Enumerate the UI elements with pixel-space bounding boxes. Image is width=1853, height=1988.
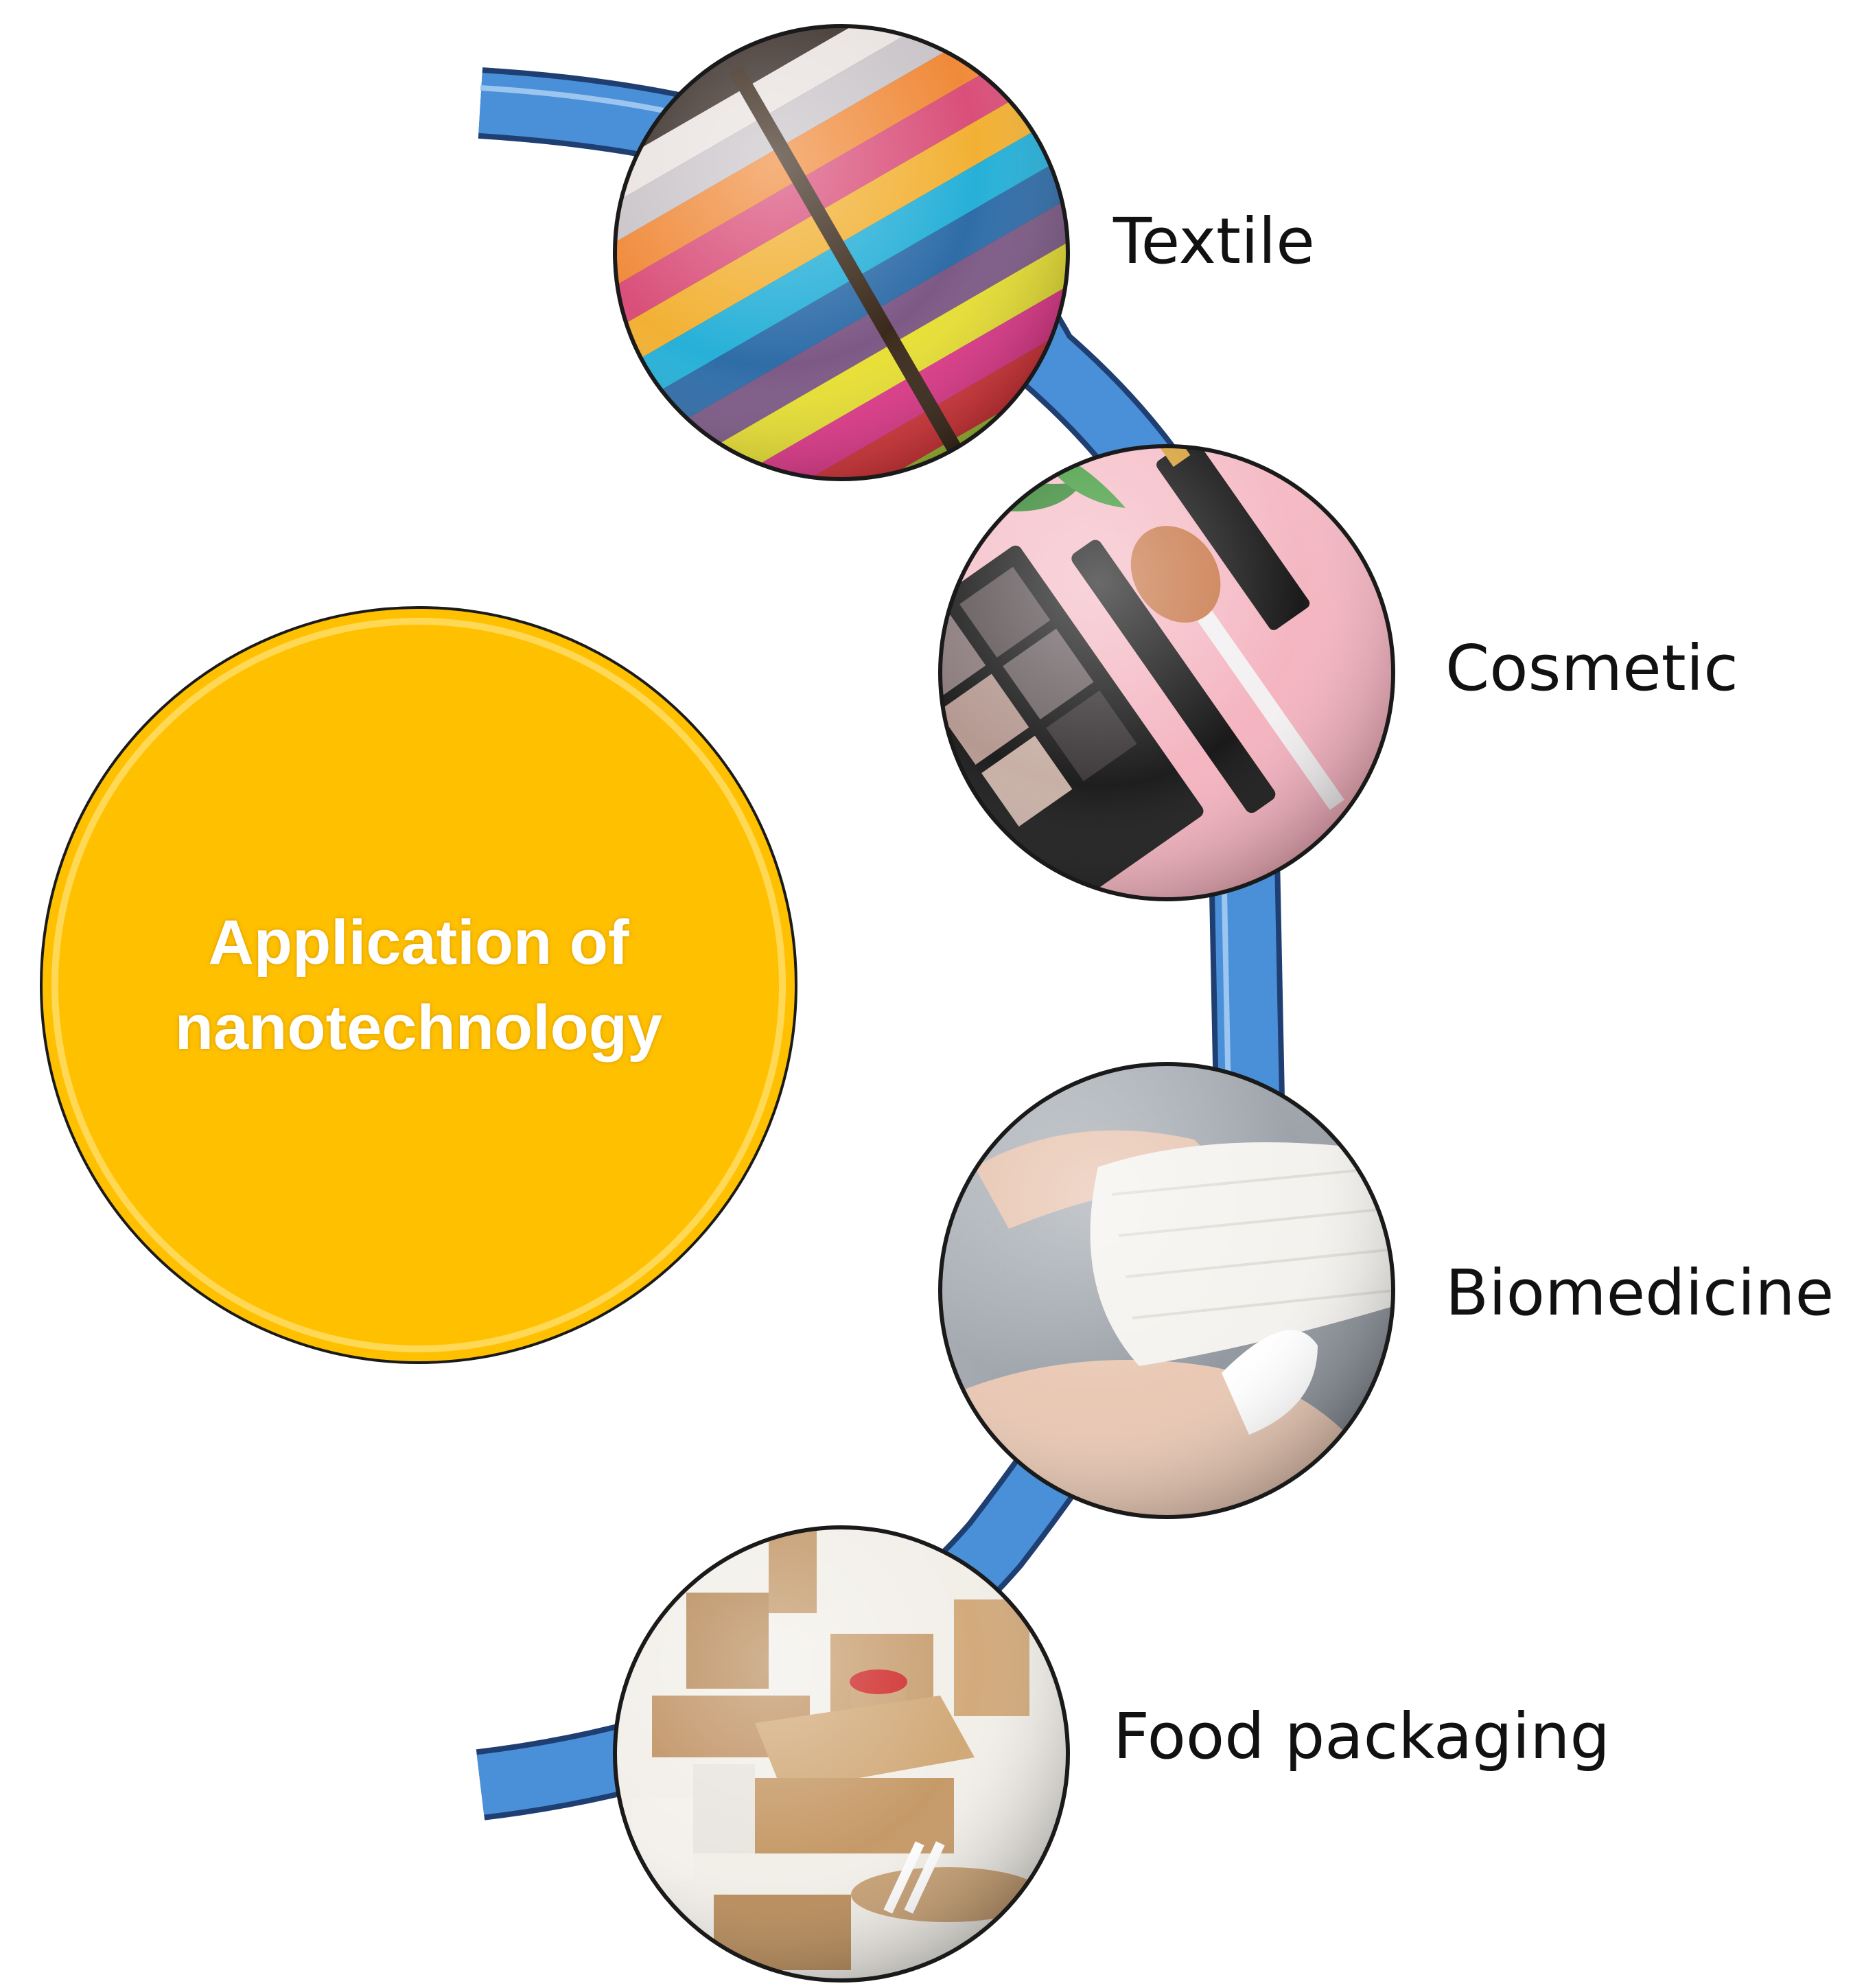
textile-photo-circle <box>613 24 1070 481</box>
biomedicine-photo-circle <box>938 1062 1395 1519</box>
label-biomedicine: Biomedicine <box>1445 1256 1834 1330</box>
label-cosmetic: Cosmetic <box>1445 632 1738 705</box>
label-textile: Textile <box>1113 205 1315 278</box>
cosmetic-photo-circle <box>938 444 1395 901</box>
label-food-packaging: Food packaging <box>1113 1700 1610 1773</box>
food-packaging-photo-circle <box>613 1525 1070 1983</box>
center-circle <box>40 606 797 1364</box>
